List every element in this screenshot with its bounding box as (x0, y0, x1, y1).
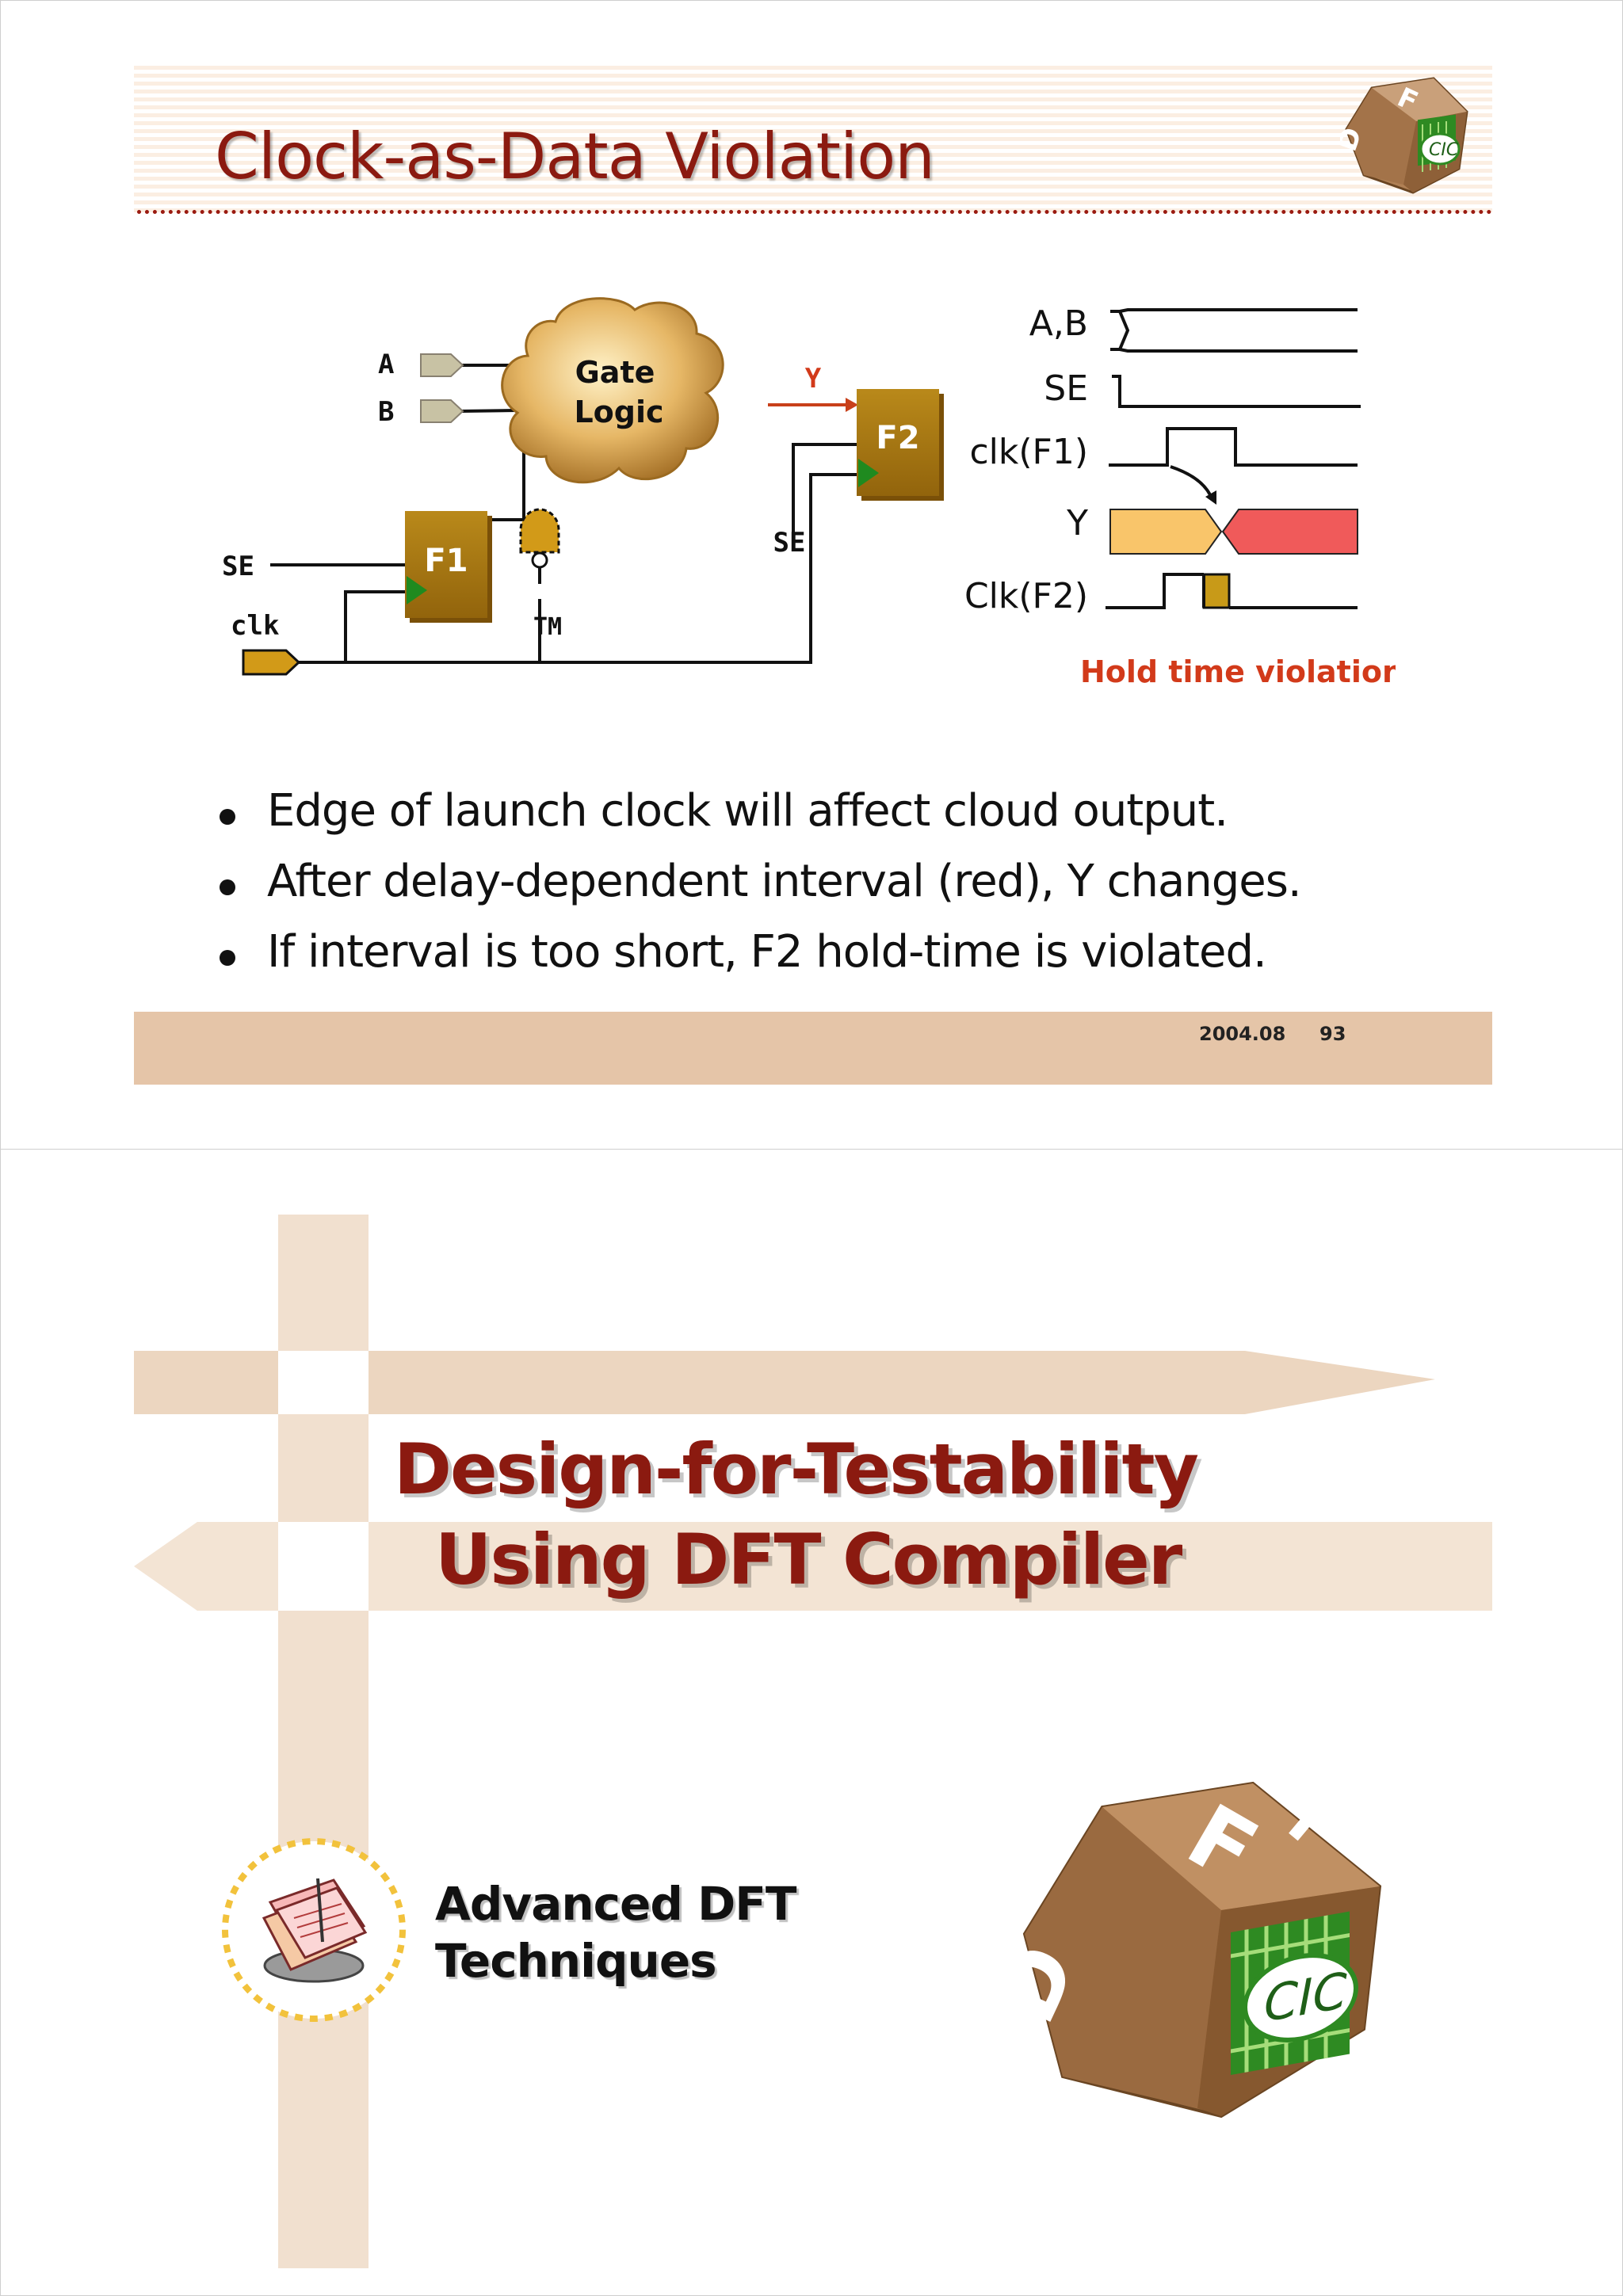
flipflop-f1: F1 (405, 511, 492, 623)
output-y-label: Y (805, 363, 822, 395)
input-a-pin (420, 353, 464, 377)
clk-label: clk (231, 610, 279, 642)
ff2-label: F2 (876, 420, 919, 456)
bullet-list: Edge of launch clock will affect cloud o… (213, 785, 1302, 997)
slide-title: Clock-as-Data Violation (215, 120, 935, 193)
subtitle-line-2: Techniques (435, 1934, 717, 1988)
slide-1: Clock-as-Data Violation CIC F D (0, 0, 1623, 1150)
timing-clkf1-label: clk(F1) (969, 432, 1088, 472)
dft-cube-logo-large: CIC F T D (1015, 1778, 1382, 2119)
timing-y-label: Y (1066, 503, 1088, 543)
title-stripes (134, 66, 1492, 215)
gate-logic-cloud (501, 297, 724, 484)
ff1-label: F1 (424, 543, 468, 579)
flipflop-f2: F2 (857, 389, 944, 501)
y-stable-region (1109, 509, 1223, 555)
input-a-label: A (378, 349, 394, 380)
footer-page-number: 93 (1319, 1023, 1346, 1045)
hold-time-caption: Hold time violation (1080, 654, 1396, 689)
clk-port (242, 649, 301, 676)
timing-se-label: SE (1044, 368, 1088, 409)
bullet-item: Edge of launch clock will affect cloud o… (213, 785, 1301, 837)
timing-ab-label: A,B (1029, 303, 1088, 344)
circuit-schematic: A B Gate Logic Y F1 F2 SE SE clk (223, 297, 944, 676)
footer-date: 2004.08 (1199, 1023, 1286, 1045)
slide-2: Design-for-Testability Using DFT Compile… (0, 1149, 1623, 2296)
tm-gate: TM (519, 508, 562, 641)
notes-icon (222, 1838, 406, 2022)
timing-diagram: A,B SE clk(F1) Y Clk(F2) Hold (964, 303, 1396, 689)
tm-label: TM (533, 613, 562, 641)
footer-bar (134, 1012, 1492, 1085)
gate-logic-label-1: Gate (575, 355, 655, 390)
input-b-pin (420, 399, 464, 423)
slide-title-line-1: Design-for-Testability (394, 1428, 1199, 1510)
title-decoration (134, 1215, 1492, 2268)
timing-clkf2-label: Clk(F2) (964, 576, 1088, 616)
bullet-item: If interval is too short, F2 hold-time i… (213, 926, 1301, 978)
bullet-item: After delay-dependent interval (red), Y … (213, 856, 1302, 907)
gate-logic-label-2: Logic (574, 395, 663, 429)
se-left-label: SE (223, 551, 254, 582)
se-right-label: SE (773, 527, 806, 559)
y-violation-region (1221, 509, 1358, 555)
slide-title-line-2: Using DFT Compiler (435, 1519, 1182, 1600)
subtitle-line-1: Advanced DFT (435, 1877, 796, 1931)
dft-cube-logo-small: CIC F D (1340, 77, 1468, 194)
logo-badge-text: CIC (1429, 140, 1459, 160)
title-divider (137, 210, 1492, 214)
input-b-label: B (378, 396, 394, 428)
